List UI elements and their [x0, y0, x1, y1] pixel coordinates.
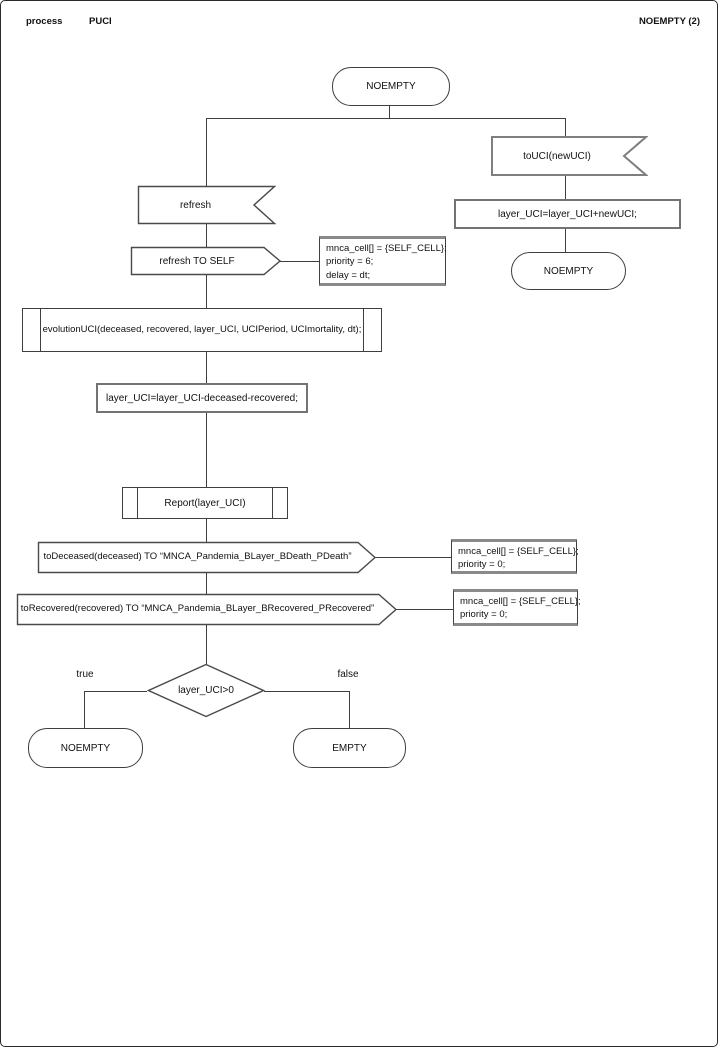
- connector-line: [389, 104, 390, 118]
- signal-output-to-recovered[interactable]: toRecovered(recovered) TO “MNCA_Pandemia…: [16, 593, 398, 626]
- branch-label-false: false: [337, 669, 359, 680]
- connector-line: [206, 275, 207, 308]
- state-label: NOEMPTY: [543, 265, 594, 277]
- procedure-inner-line: [272, 488, 273, 518]
- signal-input-shape: [491, 136, 648, 176]
- connector-line: [206, 413, 207, 487]
- state-label: NOEMPTY: [60, 742, 111, 754]
- false-branch-line: [264, 691, 349, 692]
- comment-link-line: [396, 609, 453, 610]
- comment-to-recovered[interactable]: mnca_cell[] = {SELF_CELL}; priority = 0;: [453, 589, 581, 626]
- diagram-kind-label: process: [26, 16, 63, 27]
- state-empty-result[interactable]: EMPTY: [293, 728, 406, 768]
- state-noempty-result[interactable]: NOEMPTY: [28, 728, 143, 768]
- connector-line: [565, 229, 566, 252]
- comment-link-line: [375, 557, 451, 558]
- comment-line: priority = 0;: [460, 609, 508, 621]
- connector-line: [565, 176, 566, 199]
- comment-line: priority = 6;: [326, 256, 374, 268]
- comment-line: mnca_cell[] = {SELF_CELL};: [458, 546, 579, 557]
- state-noempty-after-toUCI[interactable]: NOEMPTY: [511, 252, 626, 290]
- comment-to-deceased[interactable]: mnca_cell[] = {SELF_CELL}; priority = 0;: [451, 539, 579, 574]
- procedure-inner-line: [40, 309, 41, 351]
- procedure-inner-line: [137, 488, 138, 518]
- connector-line: [206, 352, 207, 383]
- connector-line: [206, 118, 207, 186]
- signal-output-to-deceased[interactable]: toDeceased(deceased) TO “MNCA_Pandemia_B…: [37, 541, 377, 574]
- true-branch-line: [84, 691, 147, 692]
- procedure-label: Report(layer_UCI): [164, 497, 246, 509]
- state-label: NOEMPTY: [366, 81, 416, 92]
- branch-label-true: true: [76, 669, 94, 680]
- procedure-label: evolutionUCI(deceased, recovered, layer_…: [42, 323, 362, 335]
- signal-label: refresh TO SELF: [159, 255, 235, 267]
- signal-output-shape: [37, 541, 377, 574]
- comment-link-line: [280, 261, 319, 262]
- true-branch-line: [84, 691, 85, 728]
- signal-label: toDeceased(deceased) TO “MNCA_Pandemia_B…: [43, 551, 352, 563]
- signal-label: toRecovered(recovered) TO “MNCA_Pandemia…: [20, 603, 375, 615]
- connector-line: [206, 573, 207, 594]
- false-branch-line: [349, 691, 350, 728]
- signal-output-refresh-self[interactable]: refresh TO SELF: [130, 246, 282, 276]
- task-add-uci[interactable]: layer_UCI=layer_UCI+newUCI;: [454, 199, 681, 229]
- connector-line: [206, 519, 207, 542]
- signal-label: refresh: [179, 199, 212, 211]
- connector-line: [206, 118, 566, 119]
- state-label: EMPTY: [332, 742, 367, 754]
- decision-condition: layer_UCI>0: [178, 685, 234, 696]
- task-subtract[interactable]: layer_UCI=layer_UCI-deceased-recovered;: [96, 383, 308, 413]
- comment-line: delay = dt;: [326, 269, 371, 281]
- decision-layer-uci[interactable]: layer_UCI>0: [147, 663, 265, 718]
- connector-line: [565, 118, 566, 136]
- comment-line: priority = 0;: [458, 559, 506, 571]
- connector-line: [206, 224, 207, 247]
- decision-shape: [147, 663, 265, 718]
- process-name: PUCI: [89, 16, 112, 27]
- procedure-call-evolutionUCI[interactable]: evolutionUCI(deceased, recovered, layer_…: [22, 308, 382, 352]
- comment-line: mnca_cell[] = {SELF_CELL};: [326, 243, 447, 254]
- signal-input-toUCI[interactable]: toUCI(newUCI): [490, 135, 648, 177]
- procedure-inner-line: [363, 309, 364, 351]
- signal-input-refresh[interactable]: refresh: [137, 185, 276, 225]
- connector-line: [206, 625, 207, 664]
- procedure-call-report[interactable]: Report(layer_UCI): [122, 487, 288, 519]
- state-noempty-start[interactable]: NOEMPTY: [332, 67, 450, 106]
- signal-input-shape: [137, 185, 276, 225]
- page-title: NOEMPTY (2): [638, 16, 700, 27]
- signal-label: toUCI(newUCI): [523, 150, 591, 162]
- signal-output-shape: [130, 246, 282, 276]
- comment-refresh-self[interactable]: mnca_cell[] = {SELF_CELL}; priority = 6;…: [319, 236, 447, 286]
- signal-output-shape: [16, 593, 398, 626]
- task-label: layer_UCI=layer_UCI+newUCI;: [498, 208, 637, 220]
- comment-line: mnca_cell[] = {SELF_CELL};: [460, 596, 581, 607]
- task-label: layer_UCI=layer_UCI-deceased-recovered;: [105, 392, 299, 404]
